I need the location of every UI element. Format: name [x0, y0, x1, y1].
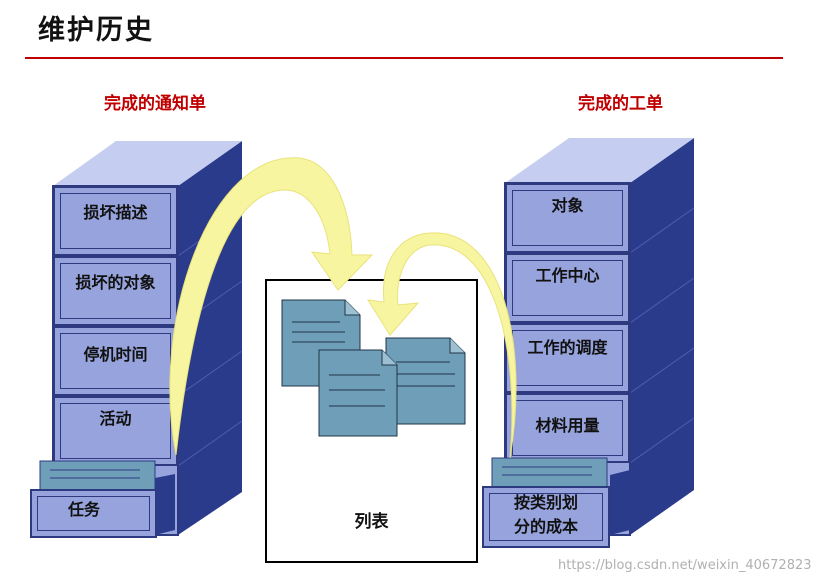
drawer-damaged-object[interactable]: 损坏的对象 [53, 256, 178, 326]
drawer-label: 损坏的对象 [75, 273, 156, 292]
list-label: 列表 [354, 512, 389, 532]
drawer-cost-by-category-open[interactable]: 按类别划 分的成本 [482, 486, 610, 548]
left-cabinet-heading: 完成的通知单 [104, 94, 206, 114]
drawer-damage-description[interactable]: 损坏描述 [53, 186, 178, 256]
drawer-label: 对象 [551, 196, 584, 215]
page-title: 维护历史 [38, 15, 154, 46]
drawer-work-center[interactable]: 工作中心 [505, 253, 630, 323]
drawer-tasks-open[interactable]: 任务 [30, 489, 157, 538]
list-container: 列表 [265, 279, 478, 563]
title-underline [25, 57, 783, 59]
right-filing-cabinet: 对象 工作中心 工作的调度 材料用量 按类别划 分的成本 [470, 0, 730, 585]
drawer-label: 任务 [68, 500, 101, 519]
drawer-label: 材料用量 [535, 416, 600, 435]
drawer-label: 工作的调度 [527, 338, 608, 357]
drawer-label: 损坏描述 [83, 203, 148, 222]
drawer-label: 工作中心 [535, 266, 600, 285]
drawer-label: 活动 [99, 409, 132, 428]
drawer-downtime[interactable]: 停机时间 [53, 326, 178, 396]
drawer-label: 停机时间 [83, 345, 148, 364]
left-open-drawer-papers [39, 460, 175, 535]
drawer-material-usage[interactable]: 材料用量 [505, 393, 630, 463]
left-filing-cabinet: 损坏描述 损坏的对象 停机时间 活动 任务 [0, 0, 260, 585]
drawer-activities[interactable]: 活动 [53, 396, 178, 466]
drawer-label-line1: 按类别划 [513, 493, 578, 512]
right-open-drawer-papers [491, 457, 630, 535]
drawer-object[interactable]: 对象 [505, 183, 630, 253]
drawer-label-line2: 分的成本 [513, 517, 578, 536]
right-cabinet-heading: 完成的工单 [578, 94, 663, 114]
watermark: https://blog.csdn.net/weixin_40672823 [558, 558, 812, 573]
